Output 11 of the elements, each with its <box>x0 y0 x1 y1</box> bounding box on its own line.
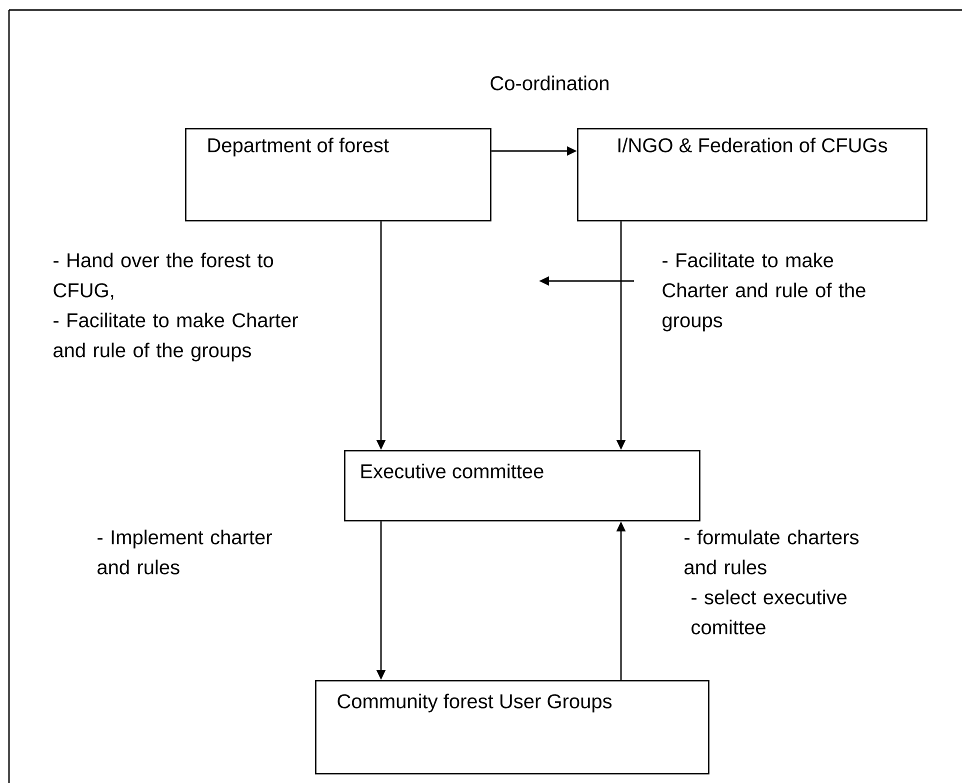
note-text: - Hand over the forest to CFUG, <box>54 252 274 300</box>
process-box: Community forest User Groups <box>315 680 710 774</box>
note-text: - Facilitate to make Charter and rule of the groups <box>54 312 298 362</box>
process-box: I/NGO & Federation of CFUGs <box>577 128 928 222</box>
process-box: Department of forest <box>185 128 492 222</box>
note-text: - Implement charter and rules <box>98 530 272 574</box>
edge-label: Co-ordination <box>490 76 608 90</box>
note-text: - formulate charters and rules <box>684 530 859 574</box>
note-text: - select executive comittee <box>692 590 846 634</box>
note-text: - Facilitate to make Charter and rule of the groups <box>662 252 866 332</box>
process-box: Executive committee <box>344 450 700 522</box>
